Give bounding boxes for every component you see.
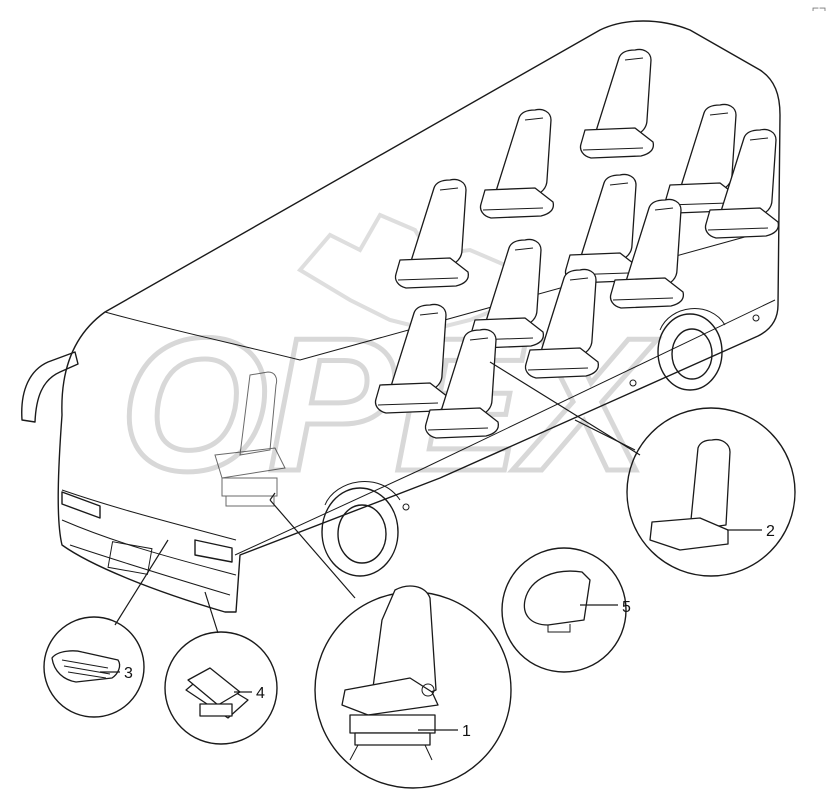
driver-seat-cushion <box>341 677 439 716</box>
detail-circle-4 <box>164 631 278 745</box>
body-dot <box>752 314 760 322</box>
body-dot <box>402 503 410 511</box>
detail-circle-2 <box>626 407 796 577</box>
detail-circle-5 <box>501 547 627 673</box>
rear-wheel <box>657 308 726 391</box>
callout-label: 5 <box>622 599 631 616</box>
pedal-pad <box>51 650 121 683</box>
armrest-part <box>523 570 591 626</box>
passenger-seat <box>394 178 470 289</box>
front-wheel <box>321 481 401 577</box>
driver-seat-base <box>354 732 431 746</box>
passenger-seat <box>564 173 640 284</box>
bus-bumper <box>61 519 237 576</box>
bus-roof-outline <box>57 20 781 613</box>
driver-seat-in-bus <box>214 371 286 507</box>
corner-mark: ⌐¬ <box>812 1 826 15</box>
leader-lines <box>114 361 641 634</box>
bus-side-lower <box>234 299 776 556</box>
headlight-left <box>61 491 101 519</box>
callout-1: 1 <box>418 723 471 740</box>
detail-circle-1 <box>314 585 512 789</box>
callout-label: 4 <box>256 685 265 702</box>
bus-windshield-bottom <box>61 489 237 541</box>
passenger-seat <box>479 108 555 219</box>
callout-label: 1 <box>462 723 471 740</box>
bus-roof-edge <box>104 229 771 361</box>
callout-5: 5 <box>580 599 631 616</box>
mirror <box>21 351 79 423</box>
callout-label: 3 <box>124 665 133 682</box>
callout-3: 3 <box>100 665 133 682</box>
watermark-gear <box>296 212 523 333</box>
bus-bumper-lower <box>69 544 231 596</box>
callout-4: 4 <box>234 685 265 702</box>
detail-circle-3 <box>43 616 145 718</box>
bus-plate <box>107 541 153 575</box>
passenger-seat <box>579 48 655 159</box>
callout-2: 2 <box>727 523 775 540</box>
bus-body <box>21 20 781 613</box>
callout-label: 2 <box>766 523 775 540</box>
body-dot <box>629 379 637 387</box>
headlight-right <box>194 539 233 563</box>
